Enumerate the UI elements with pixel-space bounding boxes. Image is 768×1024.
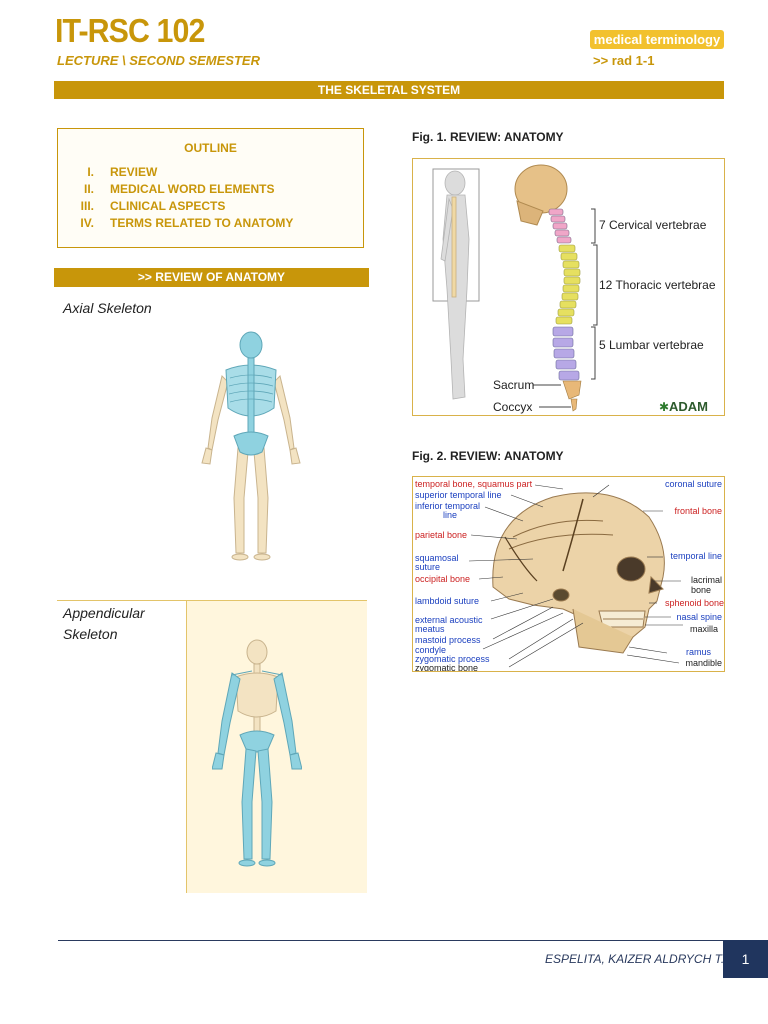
fig1-image: 7 Cervical vertebrae 12 Thoracic vertebr…	[412, 158, 725, 416]
skull-label-left: zygomatic process	[415, 654, 490, 664]
outline-item-label: TERMS RELATED TO ANATOMY	[110, 216, 294, 230]
appendicular-label-cell: Appendicular Skeleton	[57, 601, 187, 893]
skull-label-left: line	[443, 510, 457, 520]
course-code: IT-RSC 102	[55, 12, 205, 49]
page-title-bar: THE SKELETAL SYSTEM	[54, 81, 724, 99]
outline-item: II. MEDICAL WORD ELEMENTS	[58, 182, 363, 199]
outline-item-label: REVIEW	[110, 165, 158, 179]
skull-label-left: external acoustic	[415, 615, 483, 625]
skull-label-left: squamosal	[415, 553, 459, 563]
fig2-image: temporal bone, squamus part superior tem…	[412, 476, 725, 673]
skull-label-left: superior temporal line	[415, 490, 502, 500]
outline-item-label: MEDICAL WORD ELEMENTS	[110, 182, 275, 196]
skull-label-right: bone	[691, 585, 711, 595]
footer-author: ESPELITA, KAIZER ALDRYCH T.	[545, 952, 725, 966]
skull-label-right: coronal suture	[665, 479, 722, 489]
skull-label-left: meatus	[415, 624, 445, 634]
outline-item: III. CLINICAL ASPECTS	[58, 199, 363, 216]
appendicular-skeleton-label: Appendicular Skeleton	[63, 603, 145, 645]
skull-label-left: condyle	[415, 645, 446, 655]
outline-box: OUTLINE I. REVIEW II. MEDICAL WORD ELEME…	[57, 128, 364, 248]
skull-label-right: frontal bone	[674, 506, 722, 516]
skull-label-left: lambdoid suture	[415, 596, 479, 606]
thoracic-label: 12 Thoracic vertebrae	[599, 278, 716, 292]
appendicular-label-line-2: Skeleton	[63, 626, 118, 642]
axial-skeleton-illustration	[201, 331, 301, 561]
outline-list: I. REVIEW II. MEDICAL WORD ELEMENTS III.…	[58, 165, 363, 233]
lumbar-label: 5 Lumbar vertebrae	[599, 338, 704, 352]
skull-label-right: temporal line	[670, 551, 722, 561]
skull-label-right: lacrimal	[691, 575, 722, 585]
fig1-caption: Fig. 1. REVIEW: ANATOMY	[412, 130, 564, 144]
skull-label-left: parietal bone	[415, 530, 467, 540]
skull-label-right: mandible	[685, 658, 722, 668]
appendicular-label-line-1: Appendicular	[63, 605, 145, 621]
page-number: 1	[723, 940, 768, 978]
outline-item-number: III.	[80, 199, 94, 213]
outline-item-label: CLINICAL ASPECTS	[110, 199, 226, 213]
adam-logo: ADAM	[669, 399, 708, 414]
skull-label-right: nasal spine	[676, 612, 722, 622]
spine-diagram: 7 Cervical vertebrae 12 Thoracic vertebr…	[432, 164, 716, 414]
skull-label-left: suture	[415, 562, 440, 572]
course-section-code: >> rad 1-1	[593, 53, 655, 68]
footer-divider	[58, 940, 768, 941]
skull-diagram: temporal bone, squamus part superior tem…	[415, 479, 724, 673]
review-of-anatomy-heading: >> REVIEW OF ANATOMY	[54, 268, 369, 287]
skull-label-left: occipital bone	[415, 574, 470, 584]
sacrum-label: Sacrum	[493, 378, 534, 392]
outline-item-number: II.	[83, 182, 94, 196]
appendicular-skeleton-illustration	[212, 639, 302, 867]
appendicular-image-cell	[187, 601, 367, 893]
skull-label-left: inferior temporal	[415, 501, 480, 511]
axial-skeleton-label: Axial Skeleton	[63, 300, 152, 316]
appendicular-skeleton-row: Appendicular Skeleton	[57, 600, 367, 893]
outline-item: I. REVIEW	[58, 165, 363, 182]
skull-label-left: temporal bone, squamus part	[415, 479, 533, 489]
skull-label-right: ramus	[686, 647, 712, 657]
skull-label-right: sphenoid bone	[665, 598, 724, 608]
outline-item-number: IV.	[80, 216, 94, 230]
cervical-label: 7 Cervical vertebrae	[599, 218, 707, 232]
skull-label-right: maxilla	[690, 624, 718, 634]
skull-label-left: zygomatic bone	[415, 663, 478, 671]
coccyx-label: Coccyx	[493, 400, 532, 414]
subject-badge: medical terminology	[590, 30, 724, 49]
lecture-semester-line: LECTURE \ SECOND SEMESTER	[57, 53, 260, 68]
outline-title: OUTLINE	[184, 141, 237, 155]
outline-item-number: I.	[87, 165, 94, 179]
skull-label-left: mastoid process	[415, 635, 481, 645]
fig2-caption: Fig. 2. REVIEW: ANATOMY	[412, 449, 564, 463]
outline-item: IV. TERMS RELATED TO ANATOMY	[58, 216, 363, 233]
adam-logo-icon: ✱	[659, 400, 669, 414]
